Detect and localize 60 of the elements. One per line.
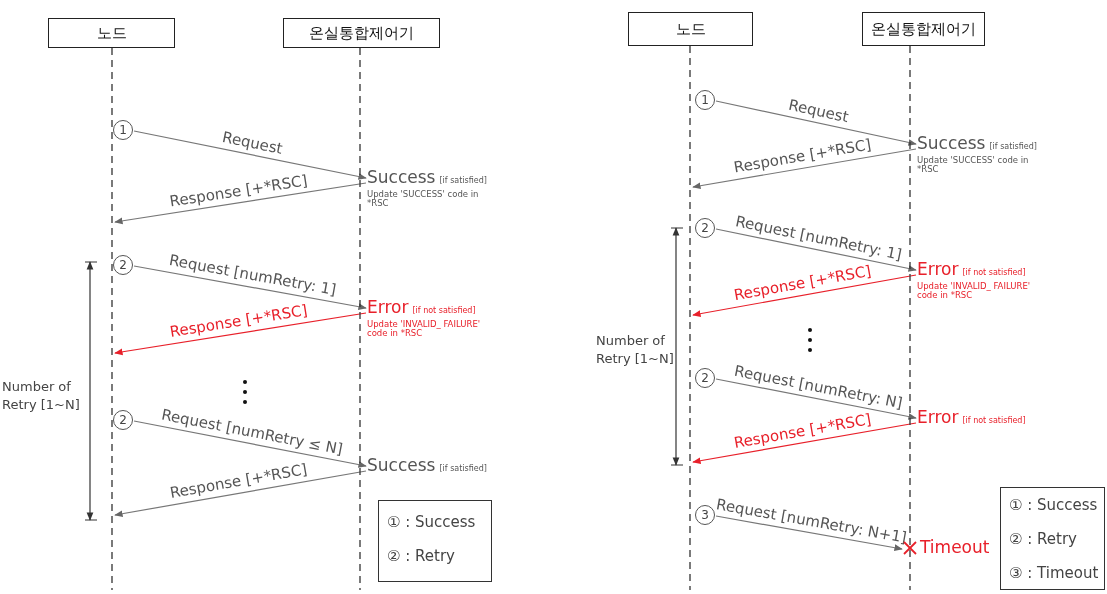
edge-label: Request (220, 127, 284, 158)
condition-text: [if not satisfied] (412, 306, 476, 315)
status-text: Error (917, 259, 959, 279)
status-text: Error (917, 407, 959, 427)
participant-box: 노드 (628, 12, 753, 46)
arrow (692, 148, 917, 190)
legend-entry: ① : Success (387, 513, 476, 531)
legend-entry: ③ : Timeout (1009, 564, 1099, 582)
arrow (715, 100, 917, 146)
edge-label: Response [+*RSC] (732, 409, 873, 452)
condition-text: [if not satisfied] (962, 416, 1026, 425)
arrow (715, 228, 917, 272)
participant-box: 노드 (48, 18, 175, 48)
arrow (133, 420, 367, 468)
lifeline (110, 48, 114, 590)
edge-label: Response [+*RSC] (732, 262, 873, 305)
edge-label: Response [+*RSC] (732, 135, 873, 177)
step-number: 2 (695, 218, 715, 238)
lifeline (908, 46, 912, 590)
status-text: Success (367, 167, 436, 187)
participant-box: 온실통합제어기 (862, 12, 985, 46)
arrow (715, 515, 903, 551)
lifeline (358, 48, 362, 590)
note-text: Update 'SUCCESS' code in *RSC (367, 189, 480, 210)
condition-text: [if satisfied] (439, 464, 487, 473)
step-number: 2 (695, 368, 715, 388)
condition-text: [if satisfied] (989, 142, 1037, 151)
step-number: 2 (113, 410, 133, 430)
arrow (715, 378, 917, 420)
edge-label: Response [+*RSC] (168, 301, 309, 341)
status-text: Success (917, 133, 986, 153)
arrow (692, 422, 917, 464)
legend-entry: ② : Retry (387, 547, 455, 565)
annotation-text: Number of Retry [1~N] (596, 332, 675, 369)
arrow (114, 470, 367, 517)
arrow (114, 312, 367, 356)
note-text: Update 'INVALID_ FAILURE' code in *RSC (367, 319, 482, 340)
edge-label: Response [+*RSC] (168, 171, 309, 211)
status-text: Error (367, 297, 409, 317)
participant-box: 온실통합제어기 (283, 18, 440, 48)
condition-text: [if satisfied] (439, 176, 487, 185)
legend-entry: ① : Success (1009, 496, 1098, 514)
arrow (133, 130, 367, 180)
arrow (692, 274, 917, 317)
legend-entry: ② : Retry (1009, 530, 1077, 548)
arrow (133, 265, 367, 310)
note-text: Update 'INVALID_ FAILURE' code in *RSC (917, 281, 1032, 302)
edge-label: Request (786, 95, 851, 126)
annotation-text: Number of Retry [1~N] (2, 378, 81, 415)
step-number: 3 (695, 505, 715, 525)
step-number: 1 (113, 120, 133, 140)
note-text: Update 'SUCCESS' code in *RSC (917, 155, 1030, 176)
arrow (114, 182, 367, 225)
edge-label: Response [+*RSC] (168, 460, 309, 503)
lifeline (688, 46, 692, 590)
condition-text: [if not satisfied] (962, 268, 1026, 277)
step-number: 1 (695, 90, 715, 110)
status-text: Timeout (920, 538, 990, 558)
step-number: 2 (113, 255, 133, 275)
status-text: Success (367, 455, 436, 475)
